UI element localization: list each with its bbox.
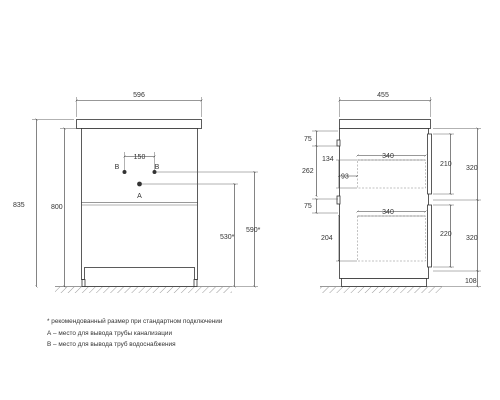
dim-depth-label: 455 [377,92,389,99]
label-b-right: B [155,164,160,171]
dim-a-height-label: 530* [220,234,235,241]
dim-top-front-height-label: 210 [440,161,452,168]
front-view: 596 835 800 150 B B A 530* 590* [13,92,261,293]
front-floor-hatch [55,287,232,293]
dim-bottom-section-height-label: 320 [466,235,478,242]
side-bottom-drawer-inner [357,215,426,262]
side-bottom-drawer-front [427,204,432,268]
note-drain-outlet: А – место для вывода трубы канализации [47,329,173,337]
dim-total-height-label: 835 [13,202,25,209]
side-cabinet-body [339,128,429,279]
dim-top-inner-height-label: 134 [322,156,334,163]
hole-a [137,181,142,187]
dim-b-height-label: 590* [246,227,261,234]
dim-top-inner-offset-label: 93 [341,174,349,181]
front-plinth [84,267,195,287]
front-cabinet-body [81,128,198,280]
hole-b-left [122,170,127,174]
dim-bottom-inner-depth-label: 340 [382,209,394,216]
dim-mid-gap-label: 75 [304,203,312,210]
label-b-left: B [115,164,120,171]
dim-bottom-front-height-label: 220 [440,231,452,238]
front-leg-left [81,279,86,287]
hole-b-right [152,170,157,174]
notes-list: * рекомендованный размер при стандартном… [47,316,222,351]
dim-top-section-height-label: 320 [466,165,478,172]
side-view: 455 75 262 134 93 75 204 340 340 210 [302,92,481,293]
dim-top-inner-depth-label: 340 [382,153,394,160]
dim-body-height-label: 800 [51,204,63,211]
note-recommended: * рекомендованный размер при стандартном… [47,318,223,325]
side-top-drawer-inner [357,159,426,189]
side-connector-top [336,139,341,147]
front-leg-right [193,279,198,287]
dim-top-drawer-height-label: 262 [302,168,314,175]
dim-b-spacing-label: 150 [134,154,146,161]
side-connector-bottom [336,195,341,205]
dim-top-gap-label: 75 [304,136,312,143]
side-top-drawer-front [427,133,432,195]
dim-bottom-drawer-height-label: 204 [321,235,333,242]
dim-base-height-label: 108 [465,278,477,285]
side-countertop [339,119,431,129]
front-countertop [76,119,202,129]
side-floor-hatch [320,287,442,293]
label-a: A [137,193,142,200]
dim-width-label: 596 [133,92,145,99]
note-water-outlet: В – место для вывода труб водоснабжения [47,341,176,348]
side-plinth [341,278,427,287]
